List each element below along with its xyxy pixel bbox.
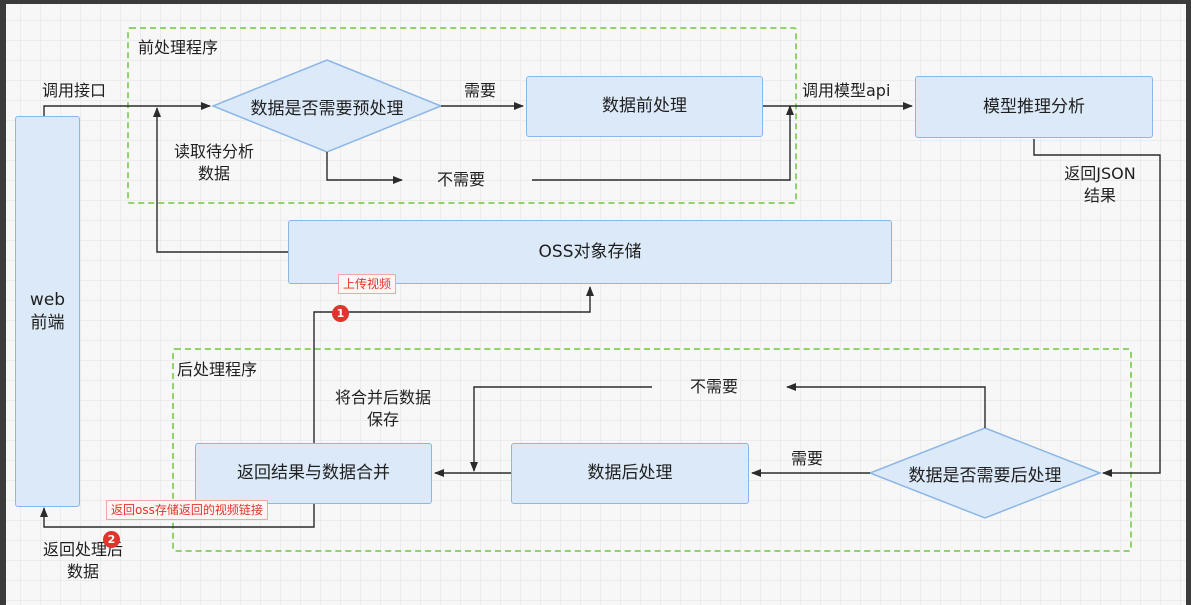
pre-processing-group bbox=[127, 27, 797, 204]
step-badge-1: 1 bbox=[332, 305, 349, 322]
model-inference-node: 模型推理分析 bbox=[915, 76, 1153, 138]
need-label: 需要 bbox=[464, 81, 497, 100]
edge-save-merge bbox=[313, 286, 594, 443]
post-processing-group-title: 后处理程序 bbox=[177, 360, 258, 379]
need-pre-label: 数据是否需要预处理 bbox=[250, 98, 404, 119]
call-model-label: 调用模型api bbox=[802, 81, 891, 100]
edge-not-need-a bbox=[326, 152, 403, 184]
upload-video-tag: 上传视频 bbox=[338, 274, 397, 294]
return-json-label: 返回JSON 结果 bbox=[1064, 164, 1136, 205]
edge-not-need-b bbox=[532, 105, 794, 181]
read-data-label: 读取待分析 数据 bbox=[173, 142, 254, 183]
pre-process-node: 数据前处理 bbox=[526, 76, 763, 137]
edge-return-json bbox=[1033, 139, 1161, 477]
return-link-tag: 返回oss存储返回的视频链接 bbox=[106, 500, 268, 520]
model-inference-label: 模型推理分析 bbox=[983, 96, 1085, 117]
call-api-label: 调用接口 bbox=[42, 81, 107, 100]
web-frontend-node: web 前端 bbox=[15, 116, 80, 507]
oss-storage-node: OSS对象存储 bbox=[288, 220, 892, 284]
merge-result-label: 返回结果与数据合并 bbox=[237, 463, 390, 484]
need-post-label: 数据是否需要后处理 bbox=[908, 465, 1062, 486]
post-not-need-label: 不需要 bbox=[690, 377, 739, 396]
post-processing-group bbox=[172, 348, 1132, 552]
edge-post-not-need-b bbox=[470, 386, 652, 472]
need-post-diamond bbox=[867, 427, 1103, 519]
not-need-label: 不需要 bbox=[437, 170, 486, 189]
web-frontend-label: web 前端 bbox=[29, 289, 66, 333]
edge-return-processed bbox=[40, 503, 315, 528]
edge-read-data bbox=[153, 107, 288, 253]
window-frame-left bbox=[0, 0, 6, 605]
post-need-label: 需要 bbox=[791, 449, 824, 468]
post-process-label: 数据后处理 bbox=[587, 463, 673, 484]
edge-post-not-need-a bbox=[786, 383, 986, 428]
pre-processing-group-title: 前处理程序 bbox=[138, 38, 219, 57]
return-processed-label: 返回处理后 数据 bbox=[42, 540, 123, 581]
merge-result-node: 返回结果与数据合并 bbox=[195, 443, 432, 504]
edge-call-api bbox=[43, 102, 211, 116]
pre-process-label: 数据前处理 bbox=[602, 96, 687, 117]
window-frame-top bbox=[0, 0, 1191, 4]
save-merge-label: 将合并后数据 保存 bbox=[334, 388, 431, 429]
window-frame-right bbox=[1186, 0, 1191, 605]
post-process-node: 数据后处理 bbox=[511, 443, 749, 504]
oss-storage-label: OSS对象存储 bbox=[538, 241, 642, 262]
step-badge-2: 2 bbox=[103, 531, 120, 548]
